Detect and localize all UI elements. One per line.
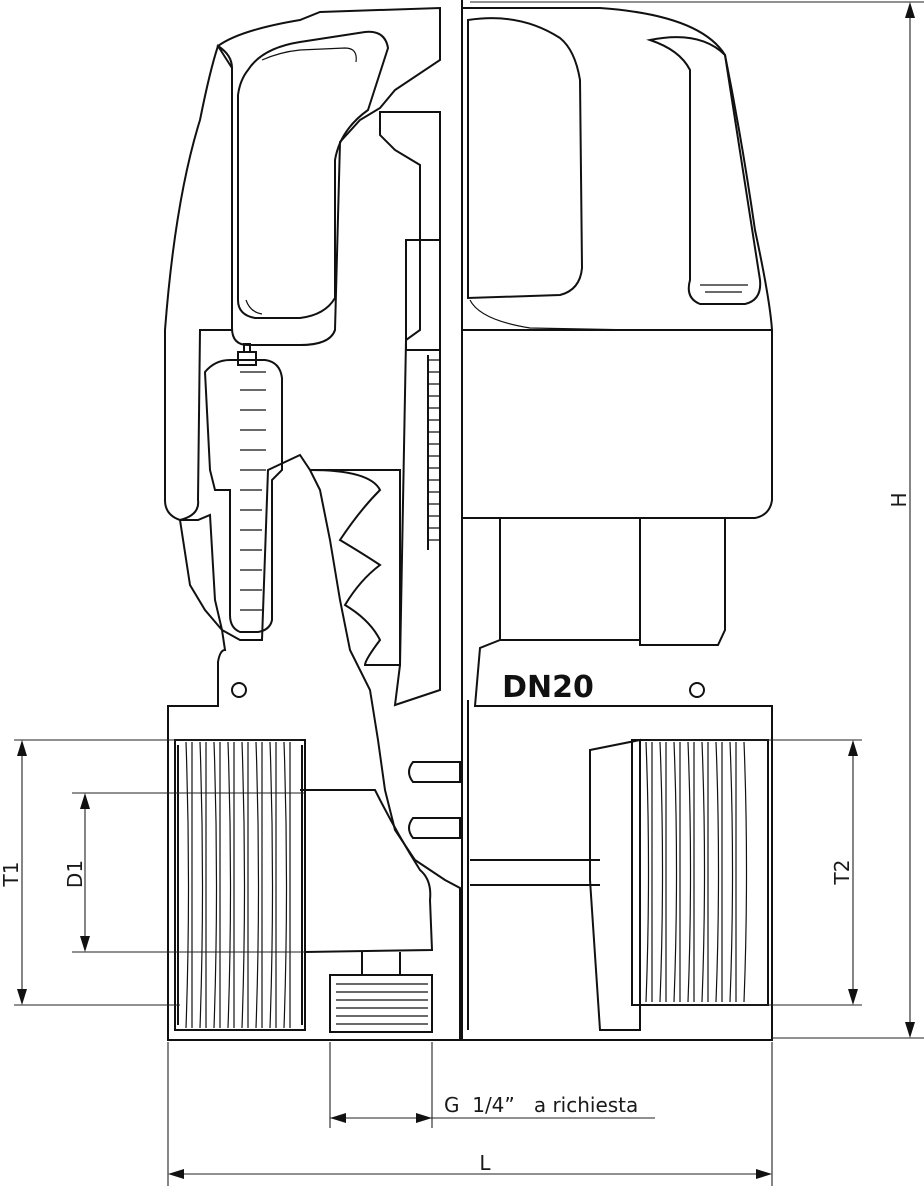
section-view-left bbox=[164, 6, 461, 1041]
bolt-hole-left bbox=[231, 682, 247, 698]
drain-port-section bbox=[329, 952, 433, 1033]
spindle-thread bbox=[428, 359, 440, 541]
outlet-port-exterior bbox=[631, 739, 769, 1006]
valve-body-section bbox=[167, 453, 461, 1041]
inlet-thread-label: T1 bbox=[0, 862, 23, 888]
nominal-size-label: DN20 bbox=[502, 670, 594, 705]
port-note-label: G 1/4” a richiesta bbox=[444, 1093, 638, 1117]
exterior-view-right: DN20 bbox=[461, 7, 773, 1041]
knob-panel bbox=[467, 17, 584, 300]
internal-flap bbox=[589, 738, 641, 1031]
length-dimension-label: L bbox=[479, 1151, 491, 1175]
knob-exterior bbox=[461, 7, 773, 519]
bellows bbox=[309, 469, 401, 666]
stem-guide-ribs bbox=[408, 761, 461, 839]
knob-section bbox=[164, 6, 441, 522]
stem-housing bbox=[405, 239, 441, 351]
outlet-thread-label: T2 bbox=[830, 860, 854, 886]
flow-cavity bbox=[300, 789, 434, 954]
knob-grip-pocket bbox=[237, 30, 390, 319]
bonnet-section bbox=[379, 111, 441, 707]
knob-rib bbox=[646, 36, 762, 305]
inlet-port-section bbox=[174, 739, 306, 1031]
height-dimension-label: H bbox=[887, 492, 911, 507]
bore-diameter-label: D1 bbox=[63, 860, 87, 888]
bolt-hole-right bbox=[689, 682, 705, 698]
cartridge-plug bbox=[203, 343, 283, 633]
valve-body-exterior bbox=[461, 517, 773, 1041]
